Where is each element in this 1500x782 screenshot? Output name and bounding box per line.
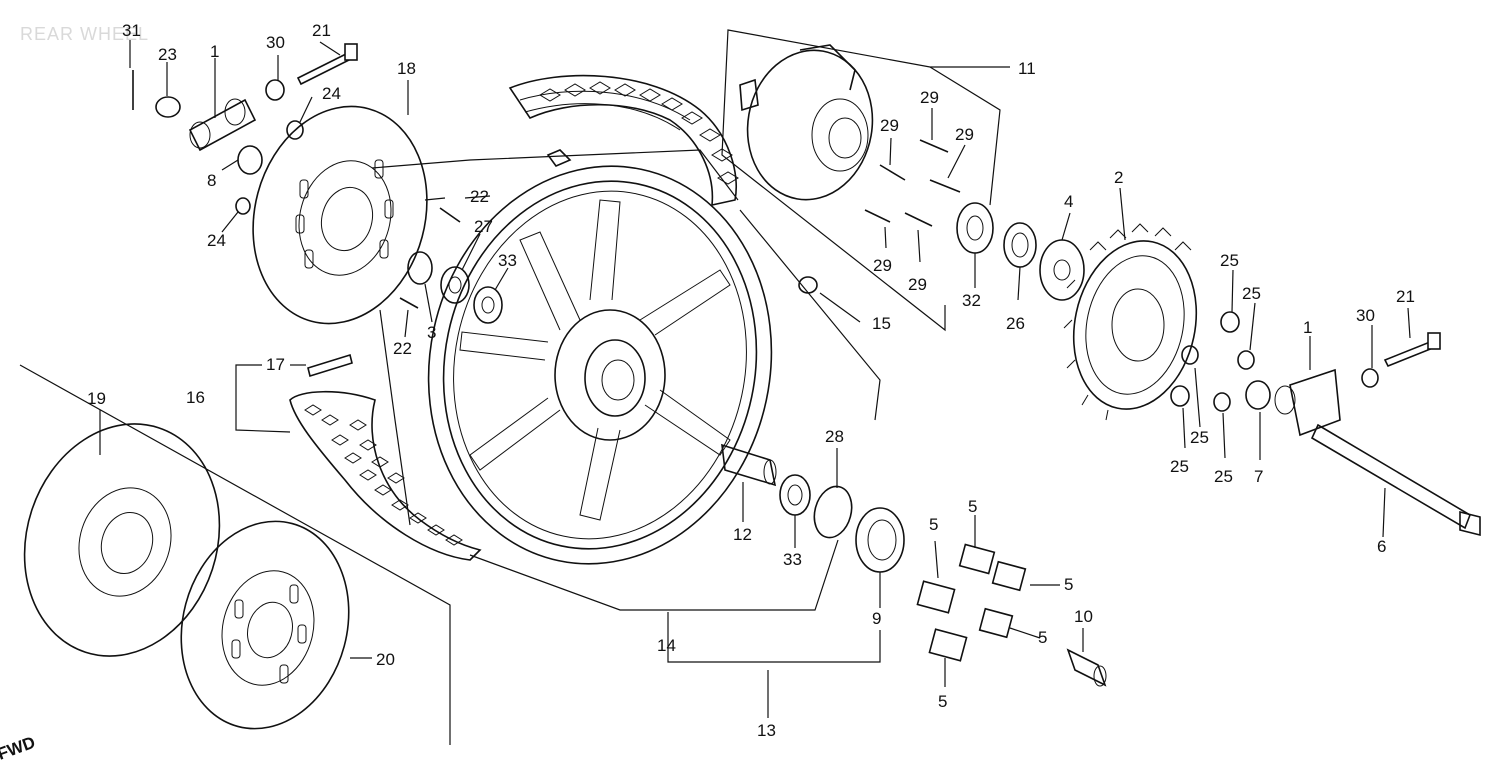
callout-10: 10: [1074, 607, 1093, 626]
bolt-21-right: [1383, 332, 1441, 368]
callout-29-c: 29: [955, 125, 974, 144]
callout-1-left: 1: [210, 42, 219, 61]
callout-23: 23: [158, 45, 177, 64]
callout-7: 7: [1254, 467, 1263, 486]
callout-5-d: 5: [1038, 628, 1047, 647]
tire-lower-segment: [289, 390, 482, 561]
callout-29-b: 29: [880, 116, 899, 135]
callout-9: 9: [872, 609, 881, 628]
leader-lines: [19, 29, 1411, 745]
callout-1-right: 1: [1303, 318, 1312, 337]
callout-3: 3: [427, 323, 436, 342]
callout-24-upper: 24: [322, 84, 341, 103]
bearing-27: [440, 266, 470, 304]
callout-24-lower: 24: [207, 231, 226, 250]
callout-15: 15: [872, 314, 891, 333]
callout-12: 12: [733, 525, 752, 544]
callout-2: 2: [1114, 168, 1123, 187]
callout-16: 16: [186, 388, 205, 407]
callout-labels: 31 23 1 30 21 24 18 8 24 22 27 33 3 22 1…: [87, 21, 1415, 740]
collar-3: [407, 251, 433, 285]
callout-11: 11: [1018, 59, 1036, 78]
oil-seal-26: [1003, 222, 1037, 268]
callout-22-upper: 22: [470, 187, 489, 206]
callout-5-c: 5: [1064, 575, 1073, 594]
callout-29-d: 29: [873, 256, 892, 275]
wheel-weight-10: [1066, 648, 1107, 687]
callout-18: 18: [397, 59, 416, 78]
small-parts: [132, 70, 1379, 412]
callout-13: 13: [757, 721, 776, 740]
callout-25-b: 25: [1242, 284, 1261, 303]
callout-29-a: 29: [920, 88, 939, 107]
callout-5-b: 5: [968, 497, 977, 516]
brake-disc-20: [180, 520, 350, 730]
balance-weights-5: [916, 543, 1027, 662]
callout-25-a: 25: [1220, 251, 1239, 270]
callout-25-e: 25: [1214, 467, 1233, 486]
bolt-21-left: [296, 43, 358, 86]
callout-14: 14: [657, 636, 676, 655]
callout-25-c: 25: [1190, 428, 1209, 447]
fwd-label: FWD: [0, 733, 38, 764]
forward-direction-indicator: FWD: [0, 733, 38, 764]
callout-8: 8: [207, 171, 216, 190]
callout-32: 32: [962, 291, 981, 310]
tire-top-segment: [508, 74, 739, 207]
callout-19: 19: [87, 389, 106, 408]
callout-26: 26: [1006, 314, 1025, 333]
callout-28: 28: [825, 427, 844, 446]
callout-33-lower: 33: [783, 550, 802, 569]
callout-20: 20: [376, 650, 395, 669]
callout-17: 17: [266, 355, 285, 374]
callout-31: 31: [122, 21, 141, 40]
circlip-28: [813, 485, 853, 539]
bearing-32: [956, 202, 994, 254]
callout-29-e: 29: [908, 275, 927, 294]
callout-25-d: 25: [1170, 457, 1189, 476]
dust-seal-9: [855, 507, 905, 573]
callout-30-right: 30: [1356, 306, 1375, 325]
callout-21-right: 21: [1396, 287, 1415, 306]
chain-adjuster-left-1: [188, 98, 257, 152]
bearing-33-lower: [779, 474, 811, 516]
chain-adjuster-right-1: [1274, 368, 1341, 437]
callout-5-a: 5: [929, 515, 938, 534]
sprocket-hub-4: [1039, 239, 1085, 301]
callout-33-upper: 33: [498, 251, 517, 270]
axle-6: [1310, 423, 1481, 537]
valve-17: [307, 353, 353, 378]
brake-disc-18: [252, 105, 428, 325]
sprocket-2: [1063, 223, 1198, 421]
callout-6: 6: [1377, 537, 1386, 556]
callout-4: 4: [1064, 192, 1073, 211]
callout-5-e: 5: [938, 692, 947, 711]
brake-disc-19: [23, 423, 221, 657]
diagram-title: REAR WHEEL: [20, 24, 149, 44]
driven-flange-11: [739, 44, 874, 201]
wheel-rim: [427, 165, 773, 565]
bearing-33-upper: [473, 286, 503, 324]
collar-12: [721, 443, 777, 487]
callout-22-lower: 22: [393, 339, 412, 358]
callout-27: 27: [474, 217, 493, 236]
callout-21-left: 21: [312, 21, 331, 40]
callout-30-left: 30: [266, 33, 285, 52]
